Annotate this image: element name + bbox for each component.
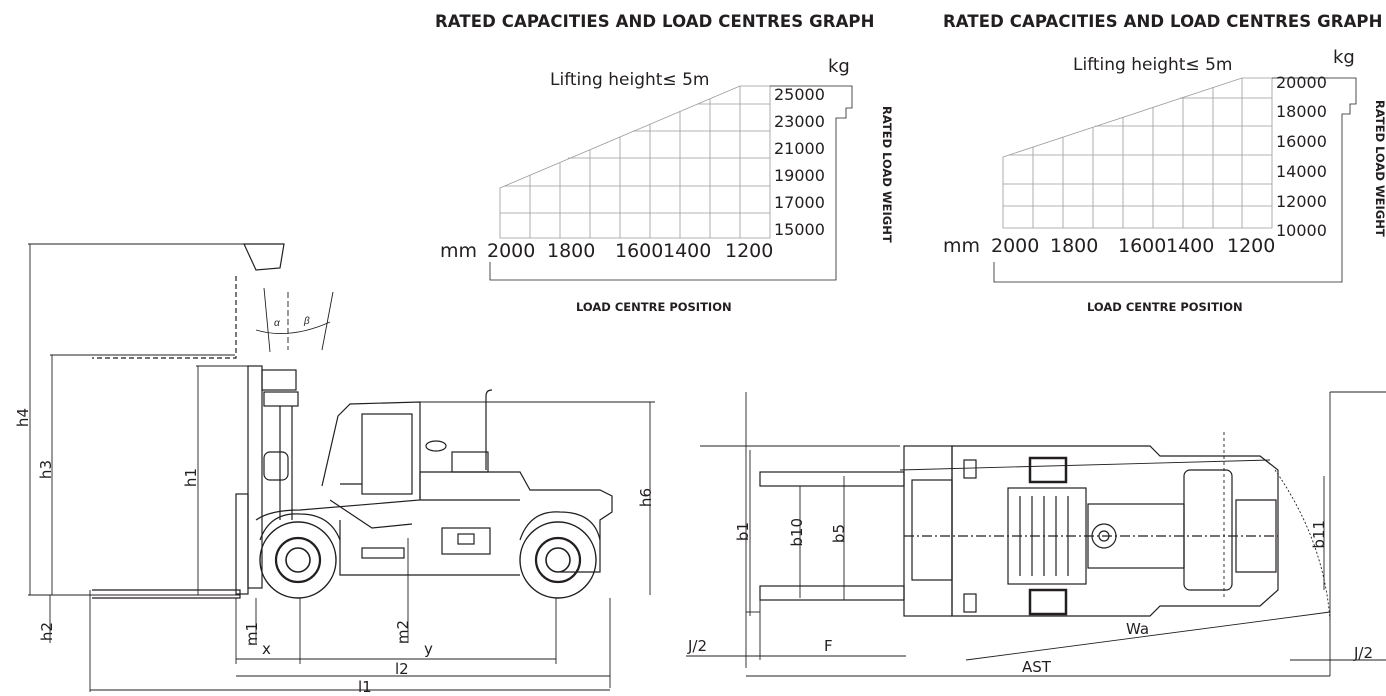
graph-left-y-tick: 15000 xyxy=(774,220,825,239)
graph-left-title: RATED CAPACITIES AND LOAD CENTRES GRAPH xyxy=(435,12,875,31)
graph-right-y-tick: 18000 xyxy=(1276,102,1327,121)
graph-right-x-unit: mm xyxy=(943,235,981,257)
dim-h4: h4 xyxy=(14,408,32,428)
dim-x: x xyxy=(262,640,271,658)
graph-right-x-tick: 1200 xyxy=(1227,235,1276,257)
graph-right-x-tick: 1800 xyxy=(1050,235,1099,257)
graph-left-y-unit: kg xyxy=(828,56,850,77)
graph-right-y-tick: 16000 xyxy=(1276,132,1327,151)
graph-right-y-tick: 10000 xyxy=(1276,221,1327,240)
graph-left-y-tick: 17000 xyxy=(774,193,825,212)
graph-right-y-axis-label: RATED LOAD WEIGHT xyxy=(1373,100,1386,237)
dim-b5: b5 xyxy=(830,524,848,544)
dim-ast: AST xyxy=(1022,658,1051,676)
graph-left-axis-bracket xyxy=(489,85,853,281)
graph-right-x-axis-label: LOAD CENTRE POSITION xyxy=(1087,300,1243,314)
forklift-top-body xyxy=(759,445,1279,617)
graph-left-x-tick: 1400 xyxy=(663,240,712,262)
dim-h3: h3 xyxy=(37,460,55,480)
graph-right-x-tick: 2000 xyxy=(991,235,1040,257)
dim-b1: b1 xyxy=(734,522,752,542)
dim-y: y xyxy=(424,640,433,658)
graph-left-y-tick: 23000 xyxy=(774,112,825,131)
graph-left-x-unit: mm xyxy=(440,240,478,262)
graph-left-x-axis-label: LOAD CENTRE POSITION xyxy=(576,300,732,314)
graph-right-y-tick: 14000 xyxy=(1276,162,1327,181)
dim-l1: l1 xyxy=(358,678,372,696)
graph-left-x-tick: 2000 xyxy=(487,240,536,262)
graph-left-y-tick: 21000 xyxy=(774,139,825,158)
graph-right-grid xyxy=(1002,77,1273,229)
dim-beta: β xyxy=(304,316,310,327)
graph-right-y-unit: kg xyxy=(1333,47,1355,68)
graph-right-y-tick: 12000 xyxy=(1276,192,1327,211)
dim-b10: b10 xyxy=(788,518,806,547)
dim-f: F xyxy=(824,637,833,655)
dim-h1: h1 xyxy=(182,468,200,488)
top-view-dimensions xyxy=(686,391,1386,677)
graph-left-grid xyxy=(499,85,771,239)
forklift-side-body xyxy=(92,243,613,599)
graph-left-x-tick: 1600 xyxy=(615,240,664,262)
dim-h6: h6 xyxy=(637,488,655,508)
dim-l2: l2 xyxy=(395,660,409,678)
dim-b11: b11 xyxy=(1310,520,1328,549)
graph-left-y-tick: 25000 xyxy=(774,85,825,104)
dim-j2-right: J/2 xyxy=(1354,644,1374,662)
dim-m1: m1 xyxy=(243,622,261,647)
graph-left-y-axis-label: RATED LOAD WEIGHT xyxy=(880,106,894,243)
graph-right-x-tick: 1400 xyxy=(1166,235,1215,257)
graph-left-y-tick: 19000 xyxy=(774,166,825,185)
graph-right-title: RATED CAPACITIES AND LOAD CENTRES GRAPH xyxy=(943,12,1383,31)
dim-j2-left: J/2 xyxy=(688,637,708,655)
graph-right-x-tick: 1600 xyxy=(1118,235,1167,257)
dim-wa: Wa xyxy=(1126,620,1150,638)
graph-right-axis-bracket xyxy=(993,77,1357,283)
graph-left-x-tick: 1800 xyxy=(547,240,596,262)
graph-left-x-tick: 1200 xyxy=(725,240,774,262)
graph-left-subtitle: Lifting height≤ 5m xyxy=(550,70,710,90)
dim-m2: m2 xyxy=(394,620,412,645)
graph-right-subtitle: Lifting height≤ 5m xyxy=(1073,55,1233,75)
dim-alpha: α xyxy=(274,318,280,329)
side-view-dimensions xyxy=(28,243,655,692)
dim-h2: h2 xyxy=(38,622,56,642)
